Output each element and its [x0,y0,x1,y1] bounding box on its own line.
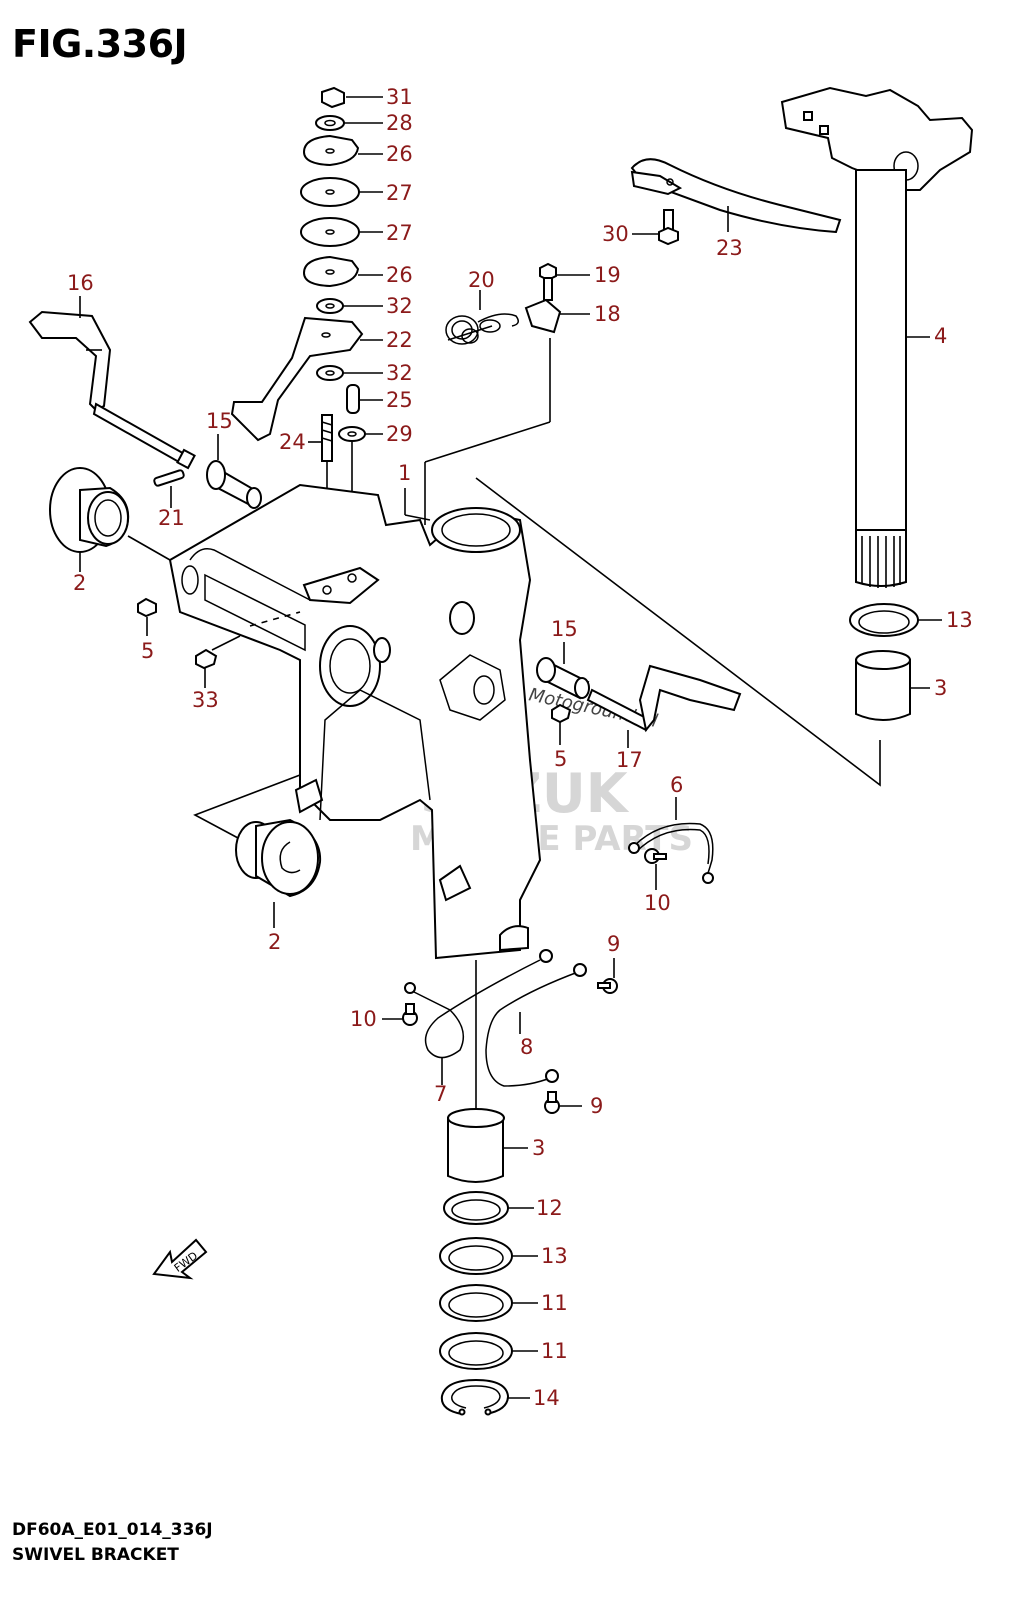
callout-7: 7 [434,1082,447,1106]
callout-20: 20 [468,268,495,292]
callout-13-upper: 13 [946,608,973,632]
callout-11-lower: 11 [541,1339,568,1363]
callout-32-upper: 32 [386,294,413,318]
callout-15-right: 15 [551,617,578,641]
callout-13-lower: 13 [541,1244,568,1268]
callout-26-lower: 26 [386,263,413,287]
callout-29: 29 [386,422,413,446]
callout-14: 14 [533,1386,560,1410]
callout-12: 12 [536,1196,563,1220]
part-bushing-3-upper [855,650,930,721]
callout-18: 18 [594,302,621,326]
part-spring-20 [445,290,519,345]
callout-27-upper: 27 [386,181,413,205]
part-screw-10-right [644,848,667,890]
part-bolt-30 [632,209,679,246]
callout-33: 33 [192,688,219,712]
part-bushing-2-upper [49,467,171,572]
callout-5-right: 5 [554,747,567,771]
fwd-arrow-icon: FWD [152,1238,208,1280]
part-screw-9-upper [597,958,618,994]
leader-33-dash [249,611,301,627]
part-washer-29 [338,426,383,442]
part-grease-fitting-5-left [137,597,157,636]
callout-32-lower: 32 [386,361,413,385]
part-ground-wire-6 [628,797,714,884]
part-lever-22 [230,316,383,442]
part-seal-13-lower [439,1237,538,1275]
callout-28: 28 [386,111,413,135]
callout-11-upper: 11 [541,1291,568,1315]
leader-18b [424,421,551,463]
part-disc-27-lower [300,217,383,247]
part-ground-wire-7 [404,949,553,1085]
part-cam-plate-26-lower [302,255,383,288]
callout-5-left: 5 [141,639,154,663]
callout-23: 23 [716,236,743,260]
part-washer-28 [315,115,383,131]
callout-10-left: 10 [350,1007,377,1031]
part-tilt-lever-16 [28,296,196,470]
figure-code: DF60A_E01_014_336J [12,1520,213,1540]
leader-33 [211,635,241,651]
part-cam-plate-26-upper [302,134,383,167]
callout-30: 30 [602,222,629,246]
callout-8: 8 [520,1035,533,1059]
part-washer-12 [443,1191,534,1225]
part-seal-13-upper [849,603,942,637]
part-grease-fitting-33 [195,648,218,688]
callout-9-lower: 9 [590,1094,603,1118]
part-bushing-2-lower [235,818,322,928]
part-nut-31 [321,86,383,109]
callout-24: 24 [279,430,306,454]
part-washer-32-upper [316,298,383,314]
part-disc-27-upper [300,177,383,207]
part-clip-18 [524,298,590,334]
part-pin-25 [346,384,383,414]
part-screw-10-left [382,1003,418,1026]
callout-2-upper: 2 [73,571,86,595]
leader-shaft-diagonal [475,477,881,787]
callout-1: 1 [398,461,411,485]
part-circlip-14 [440,1378,530,1416]
part-ground-wire-8 [485,963,587,1087]
callout-19: 19 [594,263,621,287]
callout-17: 17 [616,748,643,772]
part-lever-17 [586,664,742,748]
part-washer-11-upper [439,1284,538,1322]
part-screw-9-lower [544,1091,582,1114]
callout-25: 25 [386,388,413,412]
part-grease-fitting-5-right [551,703,572,745]
callout-21: 21 [158,506,185,530]
callout-4: 4 [934,324,947,348]
callout-16: 16 [67,271,94,295]
callout-10-right: 10 [644,891,671,915]
part-bushing-3-lower [447,1108,528,1183]
callouts: 31 28 26 27 27 26 32 22 32 25 29 24 16 1… [67,85,973,1410]
callout-2-lower: 2 [268,930,281,954]
figure-name: SWIVEL BRACKET [12,1545,179,1565]
part-pin-21 [153,469,185,508]
callout-26-upper: 26 [386,142,413,166]
callout-9-upper: 9 [607,932,620,956]
part-bolt-19 [539,262,590,301]
leader-bushing-2-lower [193,774,301,839]
callout-6: 6 [670,773,683,797]
callout-31: 31 [386,85,413,109]
part-washer-32-lower [316,365,383,381]
part-swivel-bracket-1 [168,483,542,960]
callout-15-left: 15 [206,409,233,433]
callout-3-lower: 3 [532,1136,545,1160]
callout-27-lower: 27 [386,221,413,245]
part-steering-shaft-4 [780,86,974,588]
part-washer-11-lower [439,1332,538,1370]
callout-22: 22 [386,328,413,352]
part-bushing-15-left [206,434,262,509]
part-bushing-15-right [536,642,590,700]
callout-3-upper: 3 [934,676,947,700]
figure-title: FIG.336J [12,22,188,66]
part-bracket-23 [630,158,842,234]
